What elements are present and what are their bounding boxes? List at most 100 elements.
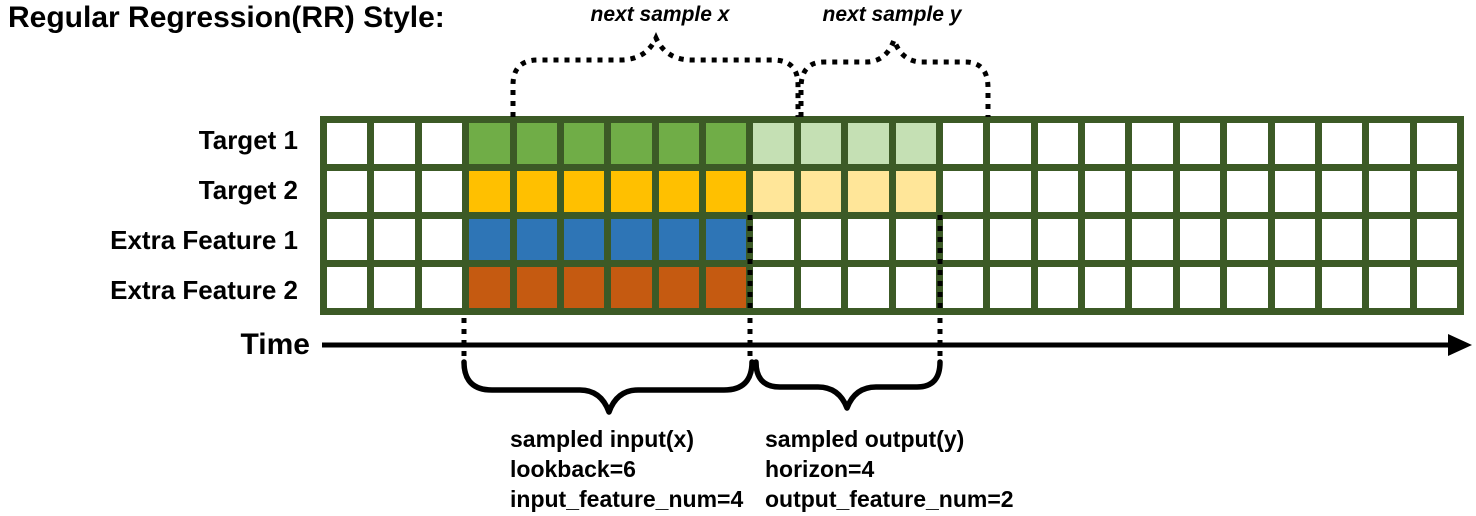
grid-cell	[611, 171, 652, 212]
grid-cell	[516, 123, 557, 164]
grid-cell	[1179, 171, 1221, 212]
grid-cell	[658, 219, 699, 260]
grid-cell	[1085, 219, 1126, 260]
grid-cell	[1274, 171, 1315, 212]
row-label: Extra Feature 1	[110, 224, 298, 255]
grid-cell	[1085, 267, 1126, 308]
sampled-input-annotation: sampled input(x) lookback=6 input_featur…	[510, 424, 743, 514]
grid-cell	[706, 267, 747, 308]
grid-cell	[942, 267, 984, 308]
grid-cell	[800, 171, 842, 212]
grid-cell	[658, 123, 699, 164]
grid-cell	[327, 171, 368, 212]
grid-cell	[753, 219, 794, 260]
grid-cell	[1085, 171, 1126, 212]
grid-cell	[848, 171, 889, 212]
grid-cell	[563, 123, 605, 164]
grid-cell	[1037, 171, 1078, 212]
grid-cell	[327, 267, 368, 308]
grid-cell	[990, 123, 1031, 164]
grid-cell	[1369, 123, 1410, 164]
grid-cell	[563, 219, 605, 260]
grid-cell	[1321, 267, 1363, 308]
grid-cell	[1132, 123, 1173, 164]
grid-cell	[374, 219, 415, 260]
next-sample-y-label: next sample y	[822, 3, 962, 26]
grid-cell	[895, 267, 936, 308]
grid-cell	[1321, 219, 1363, 260]
sampled-input-brace	[461, 359, 755, 415]
grid-cell	[990, 219, 1031, 260]
time-axis-label: Time	[240, 328, 310, 361]
next-sample-x-label: next sample x	[590, 3, 730, 26]
grid-cell	[1179, 267, 1221, 308]
grid-cell	[1274, 123, 1315, 164]
grid-cell	[421, 171, 463, 212]
grid-cell	[469, 171, 510, 212]
grid-cell	[1227, 219, 1268, 260]
grid-cell	[611, 123, 652, 164]
sample-grid	[320, 116, 1464, 315]
grid-cell	[895, 171, 936, 212]
grid-cell	[1132, 267, 1173, 308]
grid-cell	[516, 267, 557, 308]
sampled-input-line: sampled input(x)	[510, 426, 695, 452]
grid-cell	[706, 219, 747, 260]
grid-cell	[1416, 267, 1457, 308]
diagram-title: Regular Regression(RR) Style:	[8, 1, 445, 34]
grid-cell	[848, 123, 889, 164]
grid-cell	[706, 123, 747, 164]
row-label: Target 1	[198, 125, 298, 156]
grid-cell	[942, 219, 984, 260]
grid-cell	[327, 123, 368, 164]
horizon-line: horizon=4	[765, 456, 875, 482]
next-sample-x-brace	[510, 31, 801, 117]
grid-cell	[1416, 219, 1457, 260]
grid-cell	[1321, 123, 1363, 164]
input-feature-num-line: input_feature_num=4	[510, 486, 744, 512]
grid-cell	[1369, 267, 1410, 308]
grid-cell	[469, 123, 510, 164]
grid-cell	[658, 267, 699, 308]
grid-cell	[706, 171, 747, 212]
grid-cell	[563, 267, 605, 308]
grid-cell	[1037, 123, 1078, 164]
grid-cell	[611, 267, 652, 308]
grid-cell	[1416, 123, 1457, 164]
grid-cell	[753, 123, 794, 164]
grid-cell	[800, 123, 842, 164]
time-axis-arrowhead	[1448, 334, 1472, 356]
grid-cell	[374, 267, 415, 308]
grid-cell	[1179, 219, 1221, 260]
sampled-output-brace	[753, 359, 943, 411]
grid-cell	[753, 171, 794, 212]
grid-cell	[1227, 123, 1268, 164]
grid-cell	[1227, 171, 1268, 212]
grid-cell	[658, 171, 699, 212]
grid-cell	[563, 171, 605, 212]
grid-cell	[800, 267, 842, 308]
grid-cell	[1132, 171, 1173, 212]
grid-cell	[611, 219, 652, 260]
sampled-output-line: sampled output(y)	[765, 426, 965, 452]
grid-cell	[469, 219, 510, 260]
grid-cell	[1179, 123, 1221, 164]
sampled-output-annotation: sampled output(y) horizon=4 output_featu…	[765, 424, 1014, 514]
grid-cell	[848, 219, 889, 260]
grid-cell	[1132, 219, 1173, 260]
grid-cell	[421, 123, 463, 164]
grid-cell	[800, 219, 842, 260]
grid-cell	[942, 171, 984, 212]
grid-cell	[421, 219, 463, 260]
grid-cell	[1321, 171, 1363, 212]
row-label: Target 2	[198, 175, 298, 206]
grid-cell	[1085, 123, 1126, 164]
row-label-column: Target 1 Target 2 Extra Feature 1 Extra Fea…	[0, 116, 308, 315]
row-label: Extra Feature 2	[110, 274, 298, 305]
grid-cell	[1274, 219, 1315, 260]
grid-cell	[516, 219, 557, 260]
grid-cell	[895, 123, 936, 164]
grid-cell	[374, 171, 415, 212]
grid-cell	[848, 267, 889, 308]
